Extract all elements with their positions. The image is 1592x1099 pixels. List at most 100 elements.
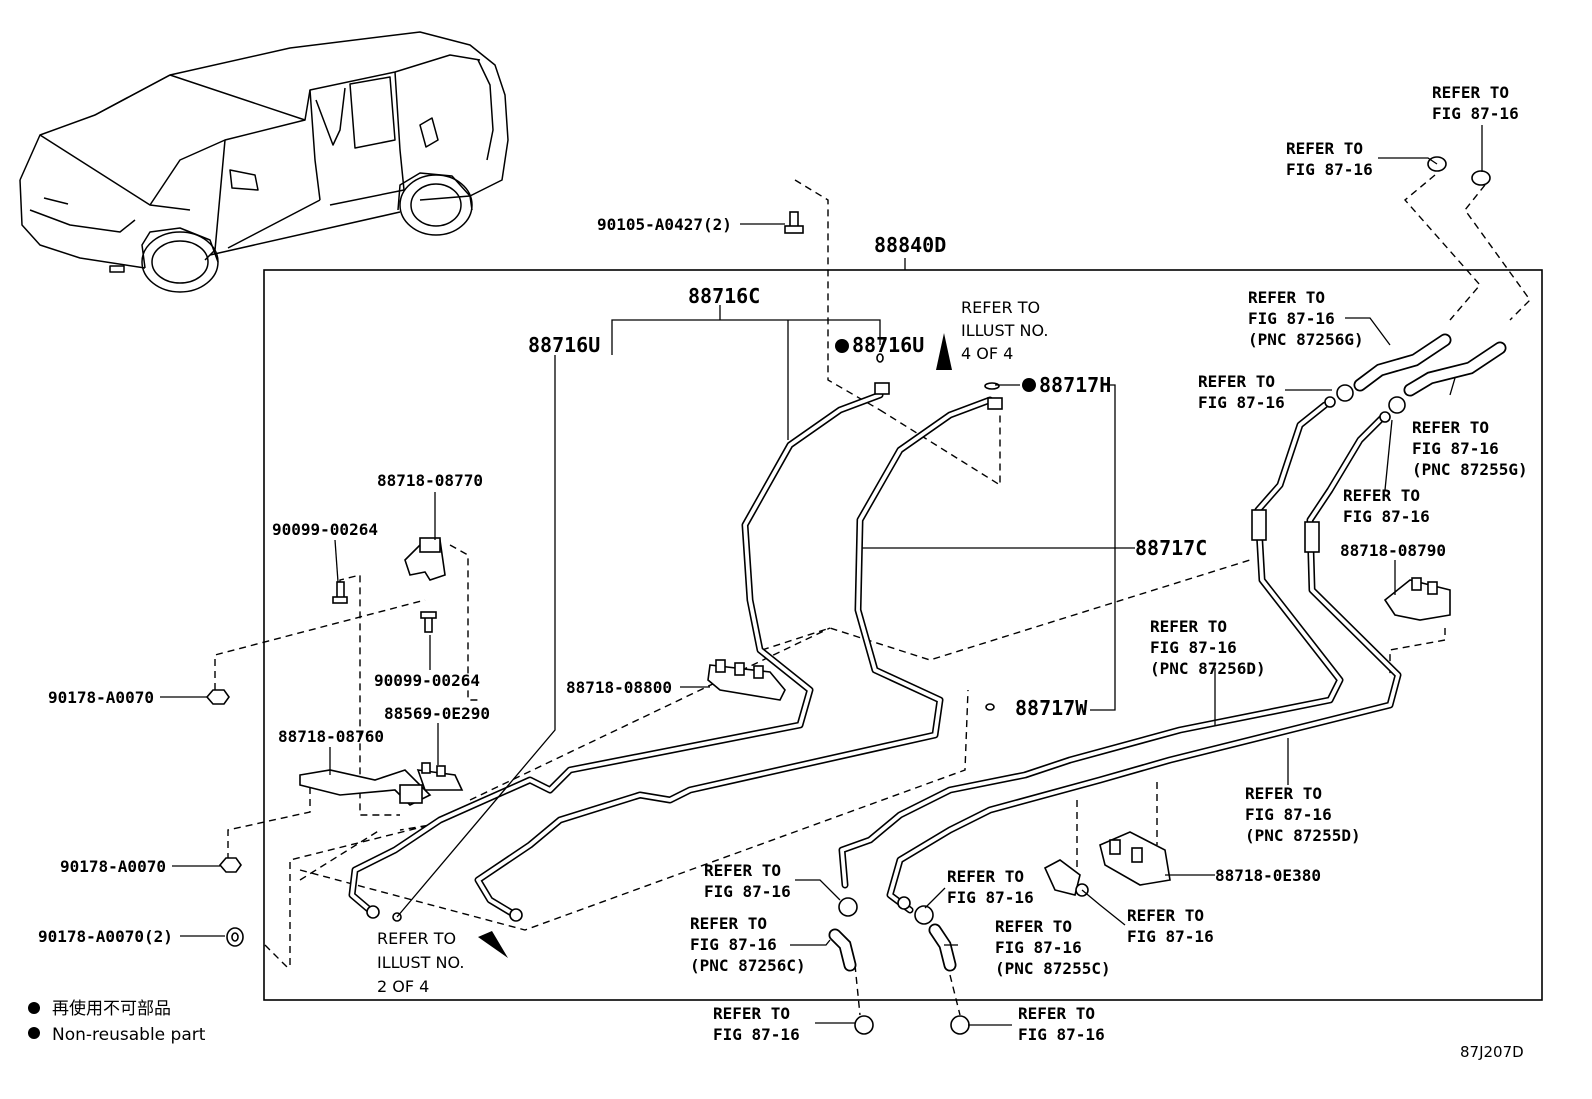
legend: 再使用不可部品 Non-reusable part <box>28 998 206 1045</box>
svg-text:REFER TO: REFER TO <box>1412 418 1489 437</box>
svg-text:REFER TO: REFER TO <box>1248 288 1325 307</box>
label-90099-00264-top: 90099-00264 <box>272 520 378 539</box>
ref-pnc-87256D: REFER TO FIG 87-16 (PNC 87256D) <box>1150 617 1266 678</box>
svg-text:REFER TO: REFER TO <box>704 861 781 880</box>
assembly-guide-lines <box>214 174 1531 1016</box>
ref-pnc-87255C: REFER TO FIG 87-16 (PNC 87255C) <box>995 917 1111 978</box>
svg-text:REFER TO: REFER TO <box>713 1004 790 1023</box>
svg-text:(PNC 87256D): (PNC 87256D) <box>1150 659 1266 678</box>
svg-text:FIG 87-16: FIG 87-16 <box>1412 439 1499 458</box>
svg-text:REFER TO: REFER TO <box>1018 1004 1095 1023</box>
ref-pnc-87255G: REFER TO FIG 87-16 (PNC 87255G) <box>1412 418 1528 479</box>
legend-english: Non-reusable part <box>52 1025 206 1045</box>
illust-ref-4-of-4: REFER TO ILLUST NO. 4 OF 4 <box>961 298 1048 363</box>
legend-dot-english <box>28 1027 40 1039</box>
assembly-frame <box>263 269 1543 1001</box>
label-90178-A0070-2: 90178-A0070(2) <box>38 927 173 946</box>
label-90105-A0427: 90105-A0427(2) <box>597 215 732 234</box>
svg-text:REFER TO: REFER TO <box>1245 784 1322 803</box>
svg-text:REFER TO: REFER TO <box>690 914 767 933</box>
legend-dot-japanese <box>28 1002 40 1014</box>
svg-text:(PNC 87255D): (PNC 87255D) <box>1245 826 1361 845</box>
svg-text:FIG 87-16: FIG 87-16 <box>1286 160 1373 179</box>
label-90099-00264-bottom: 90099-00264 <box>374 671 480 690</box>
label-90178-A0070-b: 90178-A0070 <box>60 857 166 876</box>
ref-bottom-left-clamp: REFER TO FIG 87-16 <box>713 1004 800 1044</box>
svg-text:REFER TO: REFER TO <box>1343 486 1420 505</box>
svg-text:FIG 87-16: FIG 87-16 <box>1245 805 1332 824</box>
ref-right-joint-upper: REFER TO FIG 87-16 <box>1198 372 1285 412</box>
svg-text:REFER TO: REFER TO <box>961 298 1040 317</box>
svg-text:REFER TO: REFER TO <box>1198 372 1275 391</box>
svg-text:FIG 87-16: FIG 87-16 <box>1198 393 1285 412</box>
svg-text:FIG 87-16: FIG 87-16 <box>1127 927 1214 946</box>
label-88717W: 88717W <box>1015 696 1088 720</box>
ref-lower-left-clamp: REFER TO FIG 87-16 <box>704 861 791 901</box>
svg-text:FIG 87-16: FIG 87-16 <box>995 938 1082 957</box>
svg-text:(PNC 87256G): (PNC 87256G) <box>1248 330 1364 349</box>
pipe-88717C-inner <box>474 396 994 919</box>
illust-ref-2-of-4: REFER TO ILLUST NO. 2 OF 4 <box>377 929 464 996</box>
label-88840D: 88840D <box>874 233 946 257</box>
svg-text:FIG 87-16: FIG 87-16 <box>704 882 791 901</box>
ref-top-right-a: REFER TO FIG 87-16 <box>1432 83 1519 123</box>
svg-text:(PNC 87256C): (PNC 87256C) <box>690 956 806 975</box>
label-88569-0E290: 88569-0E290 <box>384 704 490 723</box>
pipe-rear-lower <box>886 411 1402 914</box>
svg-text:(PNC 87255G): (PNC 87255G) <box>1412 460 1528 479</box>
label-88718-08790: 88718-08790 <box>1340 541 1446 560</box>
svg-text:FIG 87-16: FIG 87-16 <box>1432 104 1519 123</box>
svg-text:FIG 87-16: FIG 87-16 <box>947 888 1034 907</box>
ref-pnc-87255D: REFER TO FIG 87-16 (PNC 87255D) <box>1245 784 1361 845</box>
svg-text:REFER TO: REFER TO <box>947 867 1024 886</box>
ref-pnc-87256G: REFER TO FIG 87-16 (PNC 87256G) <box>1248 288 1364 349</box>
label-88716U-left: 88716U <box>528 333 600 357</box>
non-reusable-mark-88716U <box>835 339 849 353</box>
ref-pnc-87256C: REFER TO FIG 87-16 (PNC 87256C) <box>690 914 806 975</box>
label-88717C: 88717C <box>1135 536 1207 560</box>
svg-text:REFER TO: REFER TO <box>377 929 456 948</box>
hose-87256G <box>1353 333 1452 392</box>
svg-text:REFER TO: REFER TO <box>995 917 1072 936</box>
ref-lower-center-clamp: REFER TO FIG 87-16 <box>947 867 1034 907</box>
ref-right-joint-lower: REFER TO FIG 87-16 <box>1343 486 1430 526</box>
ref-top-right-b: REFER TO FIG 87-16 <box>1286 139 1373 179</box>
label-90178-A0070-a: 90178-A0070 <box>48 688 154 707</box>
svg-text:REFER TO: REFER TO <box>1150 617 1227 636</box>
arrow-illust-2-of-4 <box>478 931 508 958</box>
vehicle-illustration <box>19 31 509 293</box>
svg-text:FIG 87-16: FIG 87-16 <box>1018 1025 1105 1044</box>
hose-87255C <box>928 923 957 972</box>
hose-87255G <box>1403 341 1507 397</box>
label-88718-0E380: 88718-0E380 <box>1215 866 1321 885</box>
hose-87256C <box>828 928 857 972</box>
svg-text:REFER TO: REFER TO <box>1127 906 1204 925</box>
pipe-88716C-outer <box>348 391 884 916</box>
svg-text:FIG 87-16: FIG 87-16 <box>1150 638 1237 657</box>
svg-text:2 OF 4: 2 OF 4 <box>377 977 429 996</box>
svg-text:ILLUST NO.: ILLUST NO. <box>961 321 1048 340</box>
label-88716C: 88716C <box>688 284 760 308</box>
label-88718-08770: 88718-08770 <box>377 471 483 490</box>
svg-text:FIG 87-16: FIG 87-16 <box>1248 309 1335 328</box>
svg-text:4 OF 4: 4 OF 4 <box>961 344 1013 363</box>
legend-japanese: 再使用不可部品 <box>52 998 171 1019</box>
non-reusable-mark-88717H <box>1022 378 1036 392</box>
label-88718-08760: 88718-08760 <box>278 727 384 746</box>
arrow-illust-4-of-4 <box>936 333 952 370</box>
ref-lower-mid-clamp: REFER TO FIG 87-16 <box>1127 906 1214 946</box>
svg-text:(PNC 87255C): (PNC 87255C) <box>995 959 1111 978</box>
parts <box>205 156 1491 1035</box>
label-88716U-right: 88716U <box>852 333 924 357</box>
drawing-code: 87J207D <box>1460 1043 1524 1061</box>
svg-text:ILLUST NO.: ILLUST NO. <box>377 953 464 972</box>
svg-text:REFER TO: REFER TO <box>1432 83 1509 102</box>
svg-text:FIG 87-16: FIG 87-16 <box>1343 507 1430 526</box>
leader-lines <box>160 125 1483 1026</box>
svg-text:REFER TO: REFER TO <box>1286 139 1363 158</box>
pipe-rear-upper <box>838 401 1344 889</box>
label-88718-08800: 88718-08800 <box>566 678 672 697</box>
label-88717H: 88717H <box>1039 373 1111 397</box>
svg-text:FIG 87-16: FIG 87-16 <box>713 1025 800 1044</box>
